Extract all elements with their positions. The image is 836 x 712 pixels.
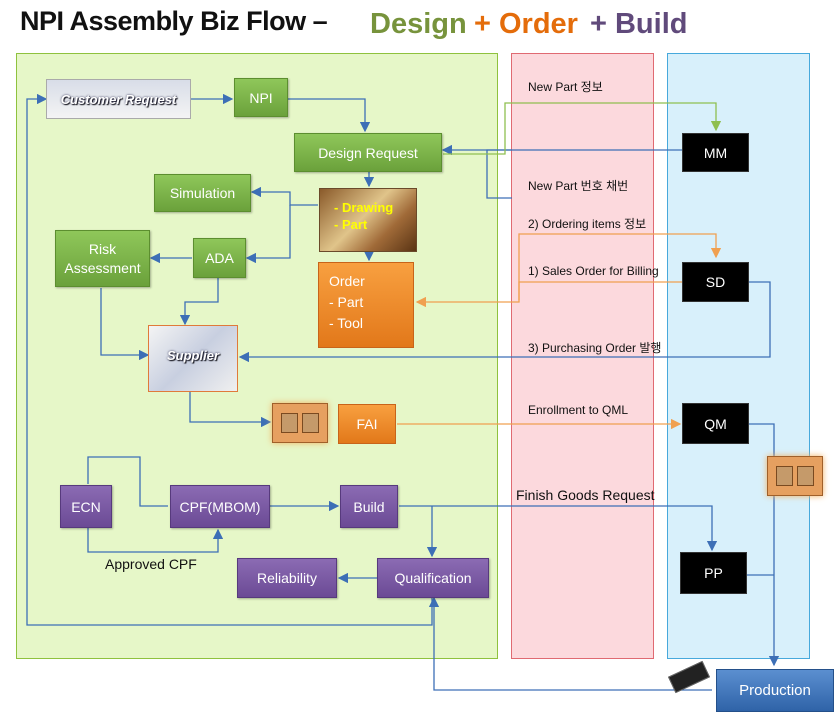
arrow-build-pp	[399, 505, 718, 552]
ada-node: ADA	[193, 238, 246, 278]
ecn-node: ECN	[60, 485, 112, 528]
order-panel	[511, 53, 654, 659]
chip-icon	[767, 456, 823, 496]
reliability-node: Reliability	[237, 558, 337, 598]
arrow-qm-production	[740, 423, 780, 667]
qm-node: QM	[682, 403, 749, 444]
label-finish-goods: Finish Goods Request	[516, 487, 655, 503]
sd-node: SD	[682, 262, 749, 302]
order-tool-label: - Tool	[329, 315, 363, 331]
cpf-mbom-node: CPF(MBOM)	[170, 485, 270, 528]
label-new-part-number: New Part 번호 채번	[528, 179, 629, 193]
risk-label: Risk	[88, 240, 117, 257]
approved-cpf-label: Approved CPF	[105, 556, 197, 572]
part-label: - Part	[334, 217, 368, 232]
arrow-design-mm	[443, 102, 722, 155]
arrow-mm-design	[486, 149, 700, 199]
label-new-part-info: New Part 정보	[528, 80, 603, 94]
arrow-ecn-loop	[87, 456, 168, 507]
production-node: Production	[716, 669, 834, 712]
pp-node: PP	[680, 552, 747, 594]
arrow-npi-design	[288, 98, 371, 133]
risk-assessment-node: Risk Assessment	[55, 230, 150, 287]
label-enrollment-qml: Enrollment to QML	[528, 403, 629, 417]
label-sales-order: 1) Sales Order for Billing	[528, 264, 659, 278]
arrow-sd-order	[415, 281, 682, 308]
arrow-drawing-ada	[245, 205, 291, 264]
arrow-risk-supplier	[100, 288, 150, 361]
assessment-label: Assessment	[64, 259, 141, 276]
simulation-node: Simulation	[154, 174, 251, 212]
npi-node: NPI	[234, 78, 288, 117]
customer-request-node: Customer Request	[46, 79, 191, 119]
order-node: Order - Part - Tool	[318, 262, 414, 348]
build-node: Build	[340, 485, 398, 528]
design-request-node: Design Request	[294, 133, 442, 172]
mm-node: MM	[682, 133, 749, 172]
chip-icon	[272, 403, 328, 443]
arrow-qual-customer	[26, 93, 433, 626]
page-title: NPI Assembly Biz Flow –	[20, 6, 328, 36]
label-ordering-items: 2) Ordering items 정보	[528, 217, 647, 231]
order-title: Order	[329, 273, 365, 289]
label-purchasing-order: 3) Purchasing Order 발행	[528, 341, 662, 355]
fai-node: FAI	[338, 404, 396, 444]
arrow-sd-supplier	[238, 281, 771, 363]
arrow-supplier-chip	[189, 392, 272, 428]
supplier-node: Supplier	[148, 325, 238, 392]
title-design: Design	[370, 8, 467, 40]
qualification-node: Qualification	[377, 558, 489, 598]
drawing-label: - Drawing	[334, 200, 394, 215]
arrow-production-qual	[428, 596, 712, 691]
arrow-order-sd	[518, 233, 722, 300]
arrow-drawing-simulation	[250, 186, 318, 206]
arrow-ecn-cpf	[87, 528, 224, 553]
title-order: + Order	[474, 8, 578, 40]
drawing-part-image: - Drawing - Part	[319, 188, 417, 252]
order-part-label: - Part	[329, 294, 364, 310]
title-build: + Build	[590, 8, 688, 40]
arrow-ada-supplier	[179, 278, 219, 326]
